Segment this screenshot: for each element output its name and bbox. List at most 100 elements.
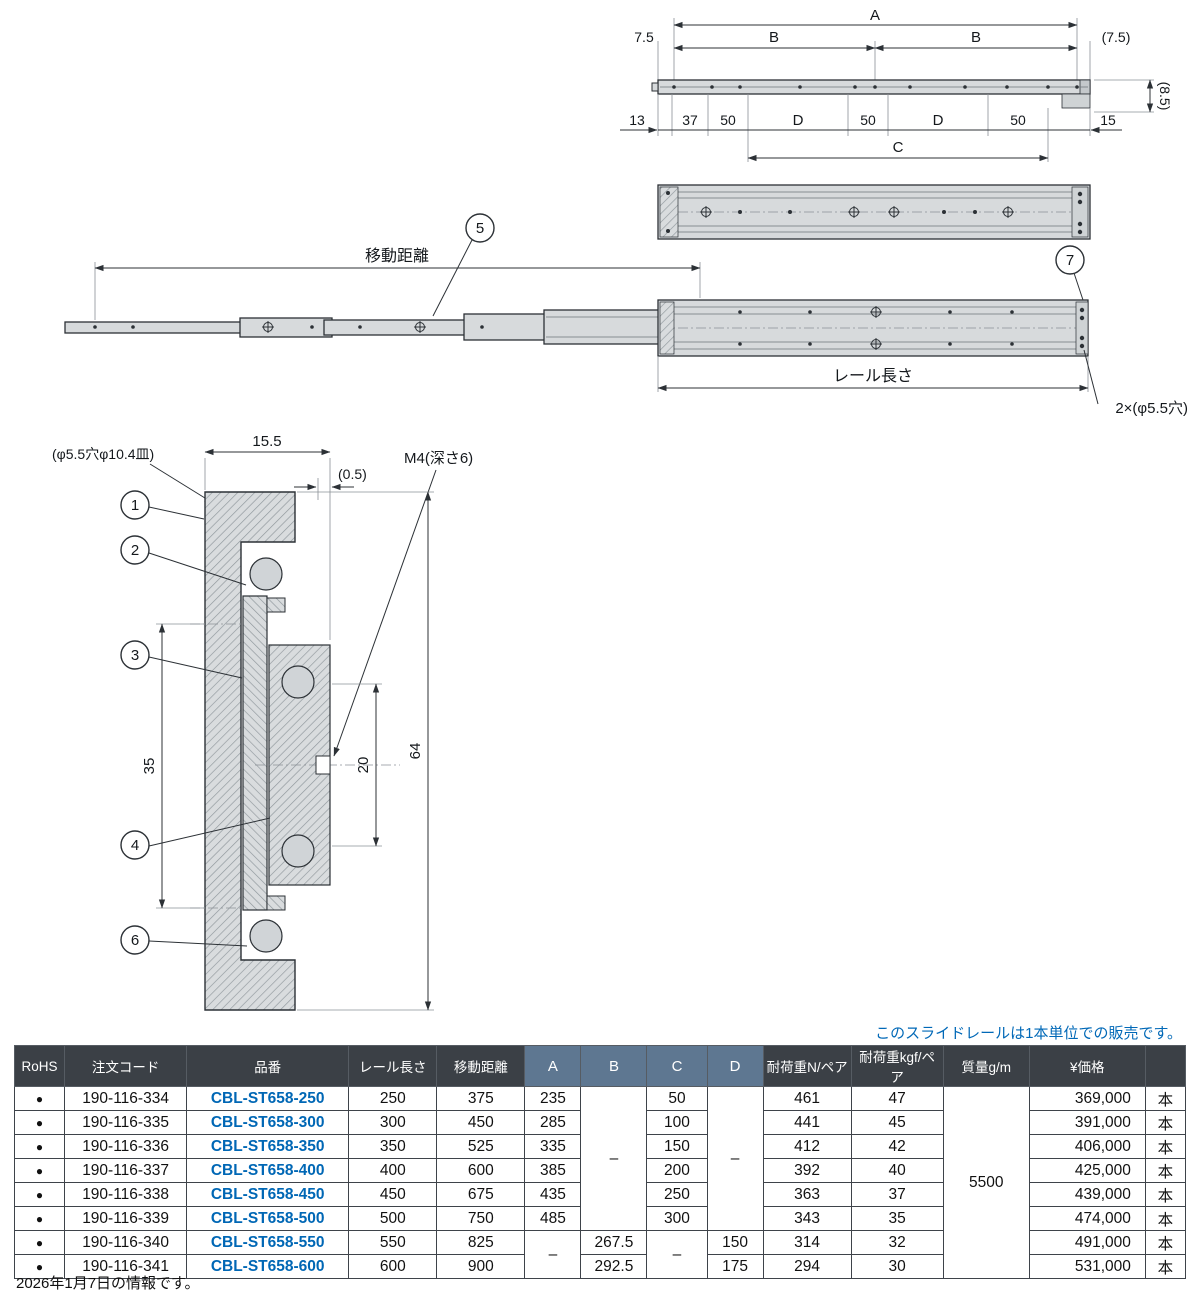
plan-height-dim: (8.5): [1094, 79, 1173, 113]
cell-rail-length: 450: [348, 1182, 438, 1207]
dim-b-right-label: B: [971, 29, 981, 46]
cell-order-code: 190-116-339: [64, 1206, 188, 1231]
dim-8-5-label: (8.5): [1157, 82, 1173, 111]
cross-section-drawing: (φ5.5穴φ10.4皿) 15.5 (0.5) M4(深さ6): [52, 433, 473, 1011]
cell-load-n: 314: [762, 1230, 852, 1255]
dim-a-label: A: [870, 7, 880, 24]
cell-dim-d: 175: [706, 1254, 764, 1279]
cell-dim-c: 300: [646, 1206, 708, 1231]
table-row: ● 190-116-334 CBL-ST658-250 250 375 235 …: [13, 1086, 1187, 1279]
outer-hole-dots: [738, 310, 1014, 346]
cell-rail-length: 550: [348, 1230, 438, 1255]
cell-unit: 本: [1144, 1110, 1187, 1135]
header-order-code: 注文コード: [64, 1045, 188, 1087]
cell-dim-a: 235: [524, 1086, 582, 1111]
header-dim-c: C: [646, 1045, 708, 1087]
cell-travel: 450: [436, 1110, 526, 1135]
cell-dim-c: 200: [646, 1158, 708, 1183]
header-rohs: RoHS: [13, 1045, 66, 1087]
cell-price: 474,000: [1028, 1206, 1146, 1231]
part-number-link[interactable]: CBL-ST658-350: [186, 1134, 350, 1159]
technical-drawings: A B B 7.5 (7.5): [52, 7, 1188, 1011]
table-row: ● 190-116-338 CBL-ST658-450 450 675 435 …: [13, 1182, 1187, 1207]
cell-load-n: 461: [762, 1086, 852, 1111]
cell-unit: 本: [1144, 1254, 1187, 1279]
dim-50a-label: 50: [720, 112, 736, 128]
part-number-link[interactable]: CBL-ST658-250: [186, 1086, 350, 1111]
cell-price: 425,000: [1028, 1158, 1146, 1183]
cell-dim-b-merged: –: [580, 1086, 648, 1231]
cell-load-n: 392: [762, 1158, 852, 1183]
cell-rail-length: 500: [348, 1206, 438, 1231]
cell-load-kgf: 47: [850, 1086, 944, 1111]
header-price: ¥価格: [1028, 1045, 1146, 1087]
cell-dim-c: 100: [646, 1110, 708, 1135]
cell-rohs: ●: [13, 1086, 66, 1111]
cell-rohs: ●: [13, 1230, 66, 1255]
m4-tap-label: M4(深さ6): [404, 450, 473, 467]
callout-4: 4: [120, 817, 271, 860]
rail-segment: [463, 313, 553, 341]
header-travel: 移動距離: [436, 1045, 526, 1087]
countersunk-hole-label: (φ5.5穴φ10.4皿): [52, 446, 154, 462]
cell-order-code: 190-116-338: [64, 1182, 188, 1207]
header-load-n: 耐荷重N/ペア: [762, 1045, 852, 1087]
callout-4-number: 4: [131, 837, 139, 854]
part-number-link[interactable]: CBL-ST658-500: [186, 1206, 350, 1231]
date-note: 2026年1月7日の情報です。: [16, 1275, 200, 1292]
header-mass: 質量g/m: [942, 1045, 1030, 1087]
cell-unit: 本: [1144, 1206, 1187, 1231]
extended-view-drawing: 移動距離 5: [64, 213, 1188, 417]
cell-order-code: 190-116-334: [64, 1086, 188, 1111]
cell-dim-c-merged: –: [646, 1230, 708, 1279]
m4-tap-hole: [315, 755, 331, 775]
spec-table: RoHS 注文コード 品番 レール長さ 移動距離 A B C D 耐荷重N/ペア…: [13, 1045, 1187, 1279]
cell-rail-length: 400: [348, 1158, 438, 1183]
side-view-drawing: [657, 184, 1091, 240]
cell-travel: 750: [436, 1206, 526, 1231]
cell-rohs: ●: [13, 1182, 66, 1207]
table-row: ● 190-116-336 CBL-ST658-350 350 525 335 …: [13, 1134, 1187, 1159]
part-number-link[interactable]: CBL-ST658-550: [186, 1230, 350, 1255]
travel-distance-label: 移動距離: [365, 247, 429, 265]
rail-side-body: [657, 184, 1091, 240]
header-load-kgf: 耐荷重kgf/ペア: [850, 1045, 944, 1087]
cell-load-kgf: 42: [850, 1134, 944, 1159]
cell-load-kgf: 40: [850, 1158, 944, 1183]
outer-member-section: [204, 491, 296, 1011]
cell-dim-a: 385: [524, 1158, 582, 1183]
part-number-link[interactable]: CBL-ST658-600: [186, 1254, 350, 1279]
dim-50c-label: 50: [1010, 112, 1026, 128]
cell-unit: 本: [1144, 1182, 1187, 1207]
callout-2-number: 2: [131, 542, 139, 559]
cell-rohs: ●: [13, 1110, 66, 1135]
cell-rail-length: 300: [348, 1110, 438, 1135]
rail-segment: [323, 319, 473, 336]
cell-order-code: 190-116-337: [64, 1158, 188, 1183]
dim-dl-label: D: [793, 112, 804, 129]
header-unit: [1144, 1045, 1187, 1087]
header-dim-d: D: [706, 1045, 764, 1087]
cell-rail-length: 350: [348, 1134, 438, 1159]
cell-dim-a: 485: [524, 1206, 582, 1231]
cell-travel: 900: [436, 1254, 526, 1279]
cell-travel: 825: [436, 1230, 526, 1255]
cell-load-kgf: 32: [850, 1230, 944, 1255]
dim-64-label: 64: [407, 743, 424, 760]
cell-travel: 675: [436, 1182, 526, 1207]
cell-dim-c: 250: [646, 1182, 708, 1207]
top-view-drawing: A B B 7.5 (7.5): [620, 7, 1173, 162]
cell-dim-b: 292.5: [580, 1254, 648, 1279]
part-number-link[interactable]: CBL-ST658-300: [186, 1110, 350, 1135]
table-row: ● 190-116-340 CBL-ST658-550 550 825 – 26…: [13, 1230, 1187, 1279]
callout-7: 7: [1055, 245, 1085, 301]
cell-load-kgf: 45: [850, 1110, 944, 1135]
cell-dim-d: 150: [706, 1230, 764, 1255]
header-rail-length: レール長さ: [348, 1045, 438, 1087]
part-number-link[interactable]: CBL-ST658-450: [186, 1182, 350, 1207]
callout-2: 2: [120, 535, 247, 586]
dim-dr-label: D: [933, 112, 944, 129]
part-number-link[interactable]: CBL-ST658-400: [186, 1158, 350, 1183]
cell-rail-length: 600: [348, 1254, 438, 1279]
dim-c-label: C: [893, 139, 904, 156]
